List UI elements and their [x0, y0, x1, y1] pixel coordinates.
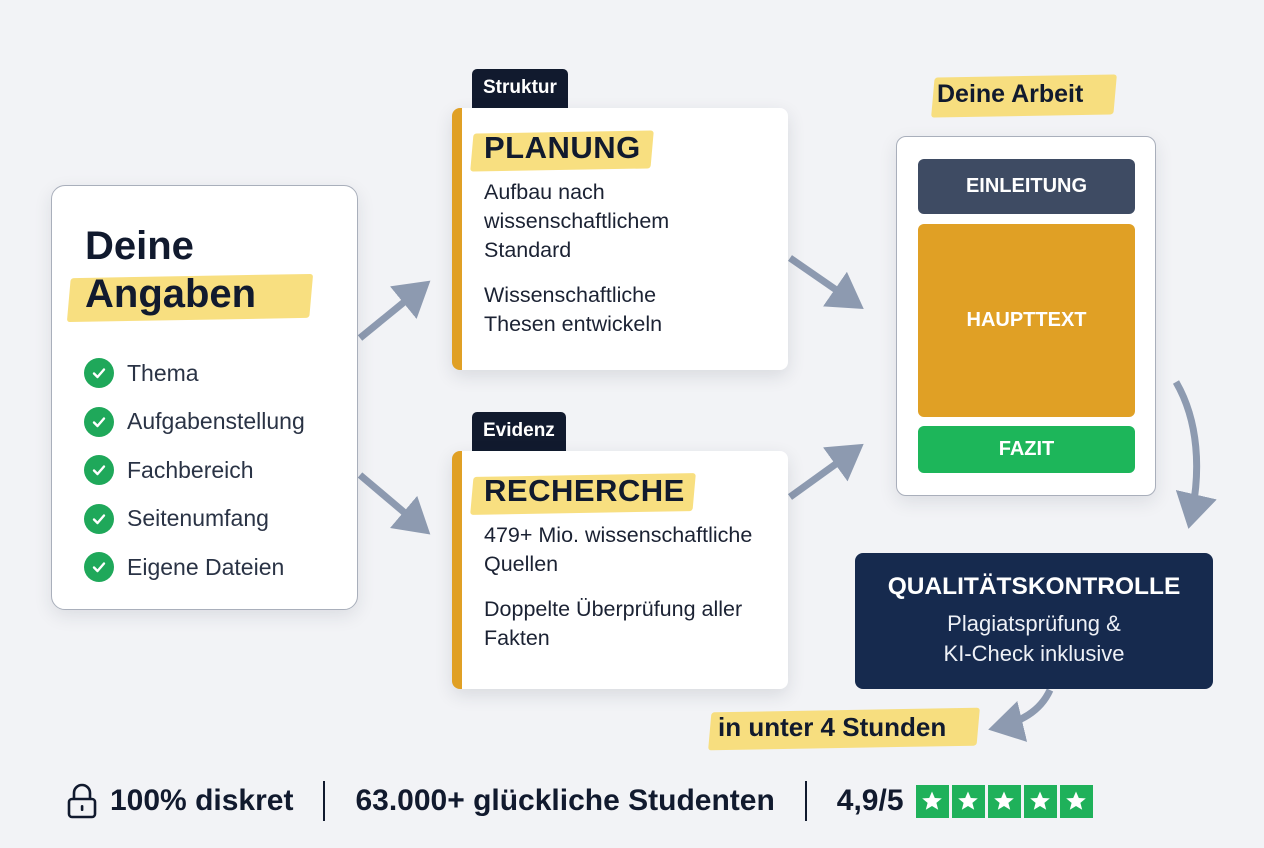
- input-card: Deine Angaben Thema Aufgabenstellung: [51, 185, 358, 610]
- arrow-quality-to-delivery: [988, 688, 1054, 742]
- students-text: 63.000+ glückliche Studenten: [355, 784, 775, 817]
- trust-footer: 100% diskret 63.000+ glückliche Studente…: [66, 778, 1093, 824]
- arrow-recherche-to-work: [787, 443, 864, 500]
- check-circle-icon: [84, 455, 114, 486]
- arrow-work-to-quality: [1172, 380, 1217, 529]
- section-einleitung: EINLEITUNG: [918, 159, 1135, 214]
- planung-body: Aufbau nach wissenschaftlichem Standard …: [484, 180, 670, 336]
- checklist-item: Thema: [84, 349, 305, 398]
- checklist-item: Fachbereich: [84, 446, 305, 495]
- rating-text: 4,9/5: [836, 784, 904, 817]
- star-icon: [987, 784, 1021, 818]
- quality-title: QUALITÄTSKONTROLLE: [887, 573, 1181, 600]
- input-card-title: Deine Angaben: [66, 222, 314, 323]
- checklist-item: Eigene Dateien: [84, 543, 305, 592]
- planung-title: PLANUNG: [470, 130, 654, 172]
- input-checklist: Thema Aufgabenstellung Fachbereich Seite…: [84, 349, 305, 592]
- arrow-input-to-planung: [357, 280, 431, 341]
- work-document-card: EINLEITUNG HAUPTTEXT FAZIT: [896, 136, 1156, 496]
- divider: [804, 781, 807, 821]
- section-fazit: FAZIT: [918, 426, 1135, 473]
- tag-evidenz: Evidenz: [472, 412, 566, 452]
- arrow-planung-to-work: [788, 255, 864, 309]
- lock-icon: [66, 783, 98, 819]
- rating-stars: [915, 784, 1093, 818]
- check-circle-icon: [84, 406, 114, 437]
- checklist-item: Seitenumfang: [84, 495, 305, 544]
- section-haupttext: HAUPTTEXT: [918, 224, 1135, 417]
- check-circle-icon: [84, 503, 114, 534]
- quality-subtitle: Plagiatsprüfung & KI-Check inklusive: [943, 611, 1125, 666]
- quality-control-box: QUALITÄTSKONTROLLE Plagiatsprüfung & KI-…: [855, 553, 1213, 689]
- check-circle-icon: [84, 552, 114, 583]
- star-icon: [1059, 784, 1093, 818]
- arrow-input-to-recherche: [357, 472, 431, 535]
- recherche-body: 479+ Mio. wissenschaftliche Quellen Dopp…: [484, 523, 753, 650]
- star-icon: [951, 784, 985, 818]
- check-circle-icon: [84, 358, 114, 389]
- discretion-text: 100% diskret: [110, 784, 294, 817]
- divider: [323, 781, 326, 821]
- work-label: Deine Arbeit: [931, 74, 1117, 118]
- star-icon: [915, 784, 949, 818]
- checklist-item: Aufgabenstellung: [84, 398, 305, 447]
- star-icon: [1023, 784, 1057, 818]
- recherche-title: RECHERCHE: [470, 473, 696, 515]
- recherche-card: RECHERCHE 479+ Mio. wissenschaftliche Qu…: [452, 451, 788, 689]
- delivery-time-label: in unter 4 Stunden: [708, 707, 980, 751]
- tag-struktur: Struktur: [472, 69, 568, 109]
- planung-card: PLANUNG Aufbau nach wissenschaftlichem S…: [452, 108, 788, 370]
